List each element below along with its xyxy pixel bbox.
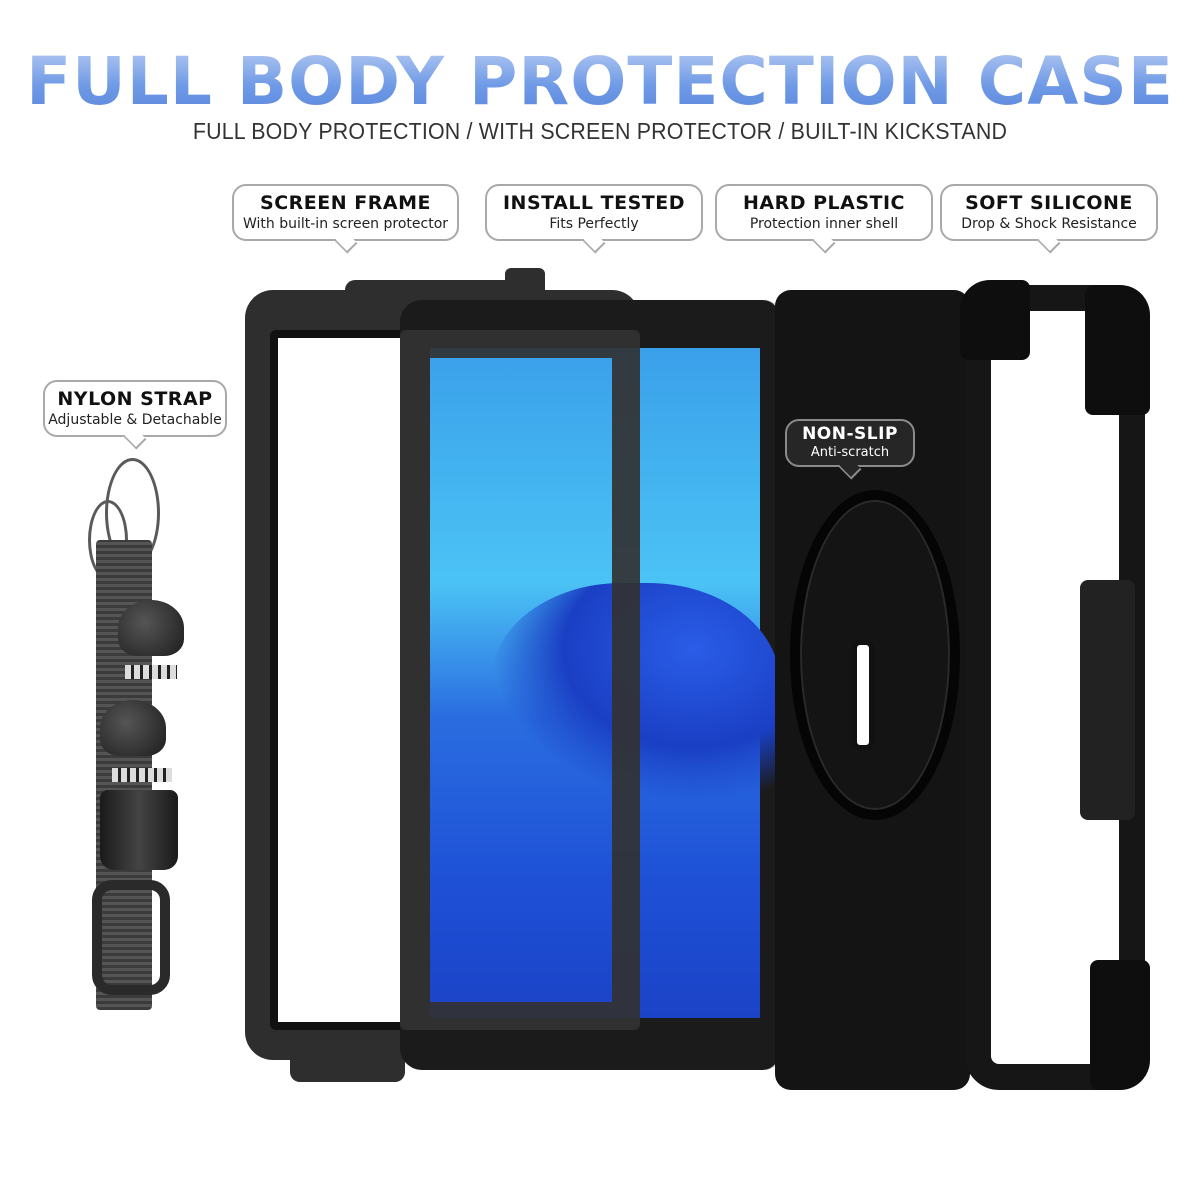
bumper-corner [1085,285,1150,415]
callout-text: Adjustable & Detachable [48,412,222,428]
hand-strap-slot [852,640,874,750]
callout-install-tested: INSTALL TESTED Fits Perfectly [485,184,703,241]
strap-slider [125,665,177,679]
callout-heading: NON-SLIP [802,424,898,444]
callout-text: Fits Perfectly [549,216,639,232]
rotating-kickstand-ring [790,490,960,820]
callout-hard-plastic: HARD PLASTIC Protection inner shell [715,184,933,241]
page-subtitle: FULL BODY PROTECTION / WITH SCREEN PROTE… [192,118,1008,144]
strap-leather-pad [118,600,184,656]
strap-d-ring [92,880,170,995]
bumper-corner [1090,960,1150,1090]
bumper-corner [960,280,1030,360]
bumper-side-guard [1080,580,1135,820]
callout-text: With built-in screen protector [242,216,449,232]
frame-tab [290,1050,405,1082]
callout-non-slip: NON-SLIP Anti-scratch [785,419,915,467]
callout-text: Drop & Shock Resistance [961,216,1137,232]
page-title: FULL BODY PROTECTION CASE [0,44,1200,120]
silicone-bumper [965,285,1145,1090]
callout-text: Anti-scratch [810,445,890,460]
callout-text: Protection inner shell [749,216,899,232]
callout-nylon-strap: NYLON STRAP Adjustable & Detachable [43,380,227,437]
callout-heading: SOFT SILICONE [965,192,1133,214]
callout-heading: SCREEN FRAME [260,192,431,214]
strap-buckle [100,790,178,870]
callout-screen-frame: SCREEN FRAME With built-in screen protec… [232,184,459,241]
callout-soft-silicone: SOFT SILICONE Drop & Shock Resistance [940,184,1158,241]
screen-frame-edge [400,330,640,1030]
strap-leather-pad [100,700,166,756]
callout-heading: INSTALL TESTED [502,192,685,214]
callout-heading: NYLON STRAP [57,388,213,410]
callout-heading: HARD PLASTIC [742,192,906,214]
strap-slider [112,768,172,782]
